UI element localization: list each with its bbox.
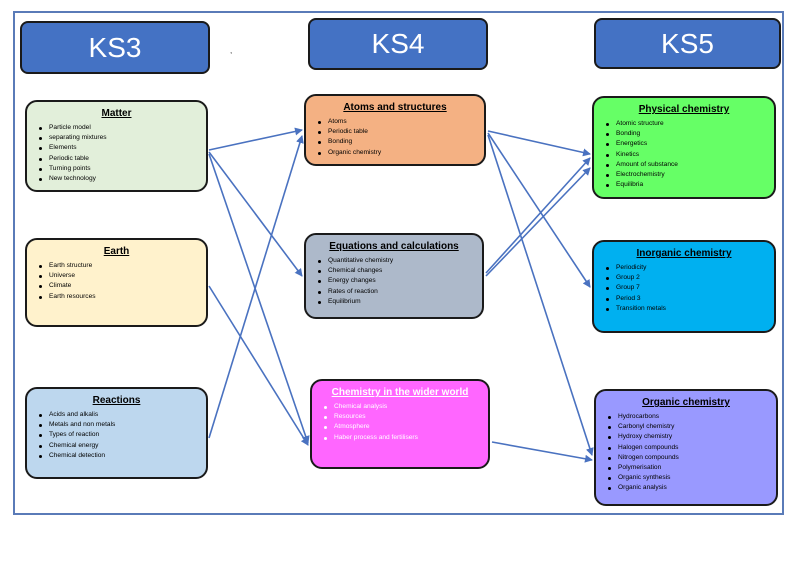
list-item: Hydrocarbons [608,412,768,422]
box-chemistry-wider-world: Chemistry in the wider world Chemical an… [310,379,490,469]
list-item: Period 3 [606,294,766,304]
box-title-organic-chemistry: Organic chemistry [642,397,730,408]
list-item: Chemical detection [39,451,198,461]
list-item: Equilibrium [318,297,474,307]
list-item: Organic synthesis [608,473,768,483]
list-item: Acids and alkalis [39,410,198,420]
list-item: Group 7 [606,283,766,293]
list-item: Metals and non metals [39,420,198,430]
list-item: Group 2 [606,273,766,283]
list-item: Electrochemistry [606,170,766,180]
arrow-matter-to-wider-world [208,153,310,444]
list-item: Universe [39,271,198,281]
arrow-atoms-to-inorganic [487,132,591,288]
list-item: Turning points [39,164,198,174]
arrow-equations-to-physical [485,157,591,274]
box-title-matter: Matter [101,108,132,119]
stage-header-ks3: KS3 [20,21,210,74]
arrow-reactions-to-atoms [208,135,304,439]
arrow-matter-to-equations [208,151,303,277]
stage-header-ks4: KS4 [308,18,488,70]
arrow-wider-world-to-organic [491,441,593,463]
list-item: Periodic table [39,154,198,164]
list-item: Polymerisation [608,463,768,473]
list-item: Energetics [606,139,766,149]
list-item: Bonding [318,137,476,147]
box-title-equations-calculations: Equations and calculations [329,241,459,252]
list-item: Earth resources [39,292,198,302]
list-item: Kinetics [606,150,766,160]
box-title-earth: Earth [103,246,130,257]
list-item: Periodic table [318,127,476,137]
box-equations-calculations: Equations and calculations Quantitative … [304,233,484,319]
list-item: Elements [39,143,198,153]
list-item: Chemical energy [39,441,198,451]
list-item: Atomic structure [606,119,766,129]
list-item: separating mixtures [39,133,198,143]
list-item: Nitrogen compounds [608,453,768,463]
list-item: Chemical changes [318,266,474,276]
list-item: Resources [324,412,480,422]
arrow-matter-to-atoms [208,127,303,151]
diagram-frame [13,11,784,515]
list-item: Haber process and fertilisers [324,433,480,443]
list-item: Atoms [318,117,476,127]
box-title-reactions: Reactions [92,395,141,406]
list-item: Bonding [606,129,766,139]
list-item: Rates of reaction [318,287,474,297]
list-item: Energy changes [318,276,474,286]
box-title-physical-chemistry: Physical chemistry [638,104,730,115]
list-item: Quantitative chemistry [318,256,474,266]
stray-mark: , [230,46,233,55]
arrow-earth-to-wider-world [208,285,309,446]
list-item: Periodicity [606,263,766,273]
box-title-chemistry-wider-world: Chemistry in the wider world [331,387,469,398]
list-item: Atmosphere [324,422,480,432]
list-item: Amount of substance [606,160,766,170]
list-item: Chemical analysis [324,402,480,412]
list-item: Transition metals [606,304,766,314]
list-item: Equilibria [606,180,766,190]
list-item: Climate [39,281,198,291]
stage-header-ks5: KS5 [594,18,781,69]
box-title-atoms-structures: Atoms and structures [343,102,447,113]
list-item: Organic analysis [608,483,768,493]
arrow-atoms-to-physical [487,130,591,157]
arrow-atoms-to-organic [487,134,594,456]
list-item: Carbonyl chemistry [608,422,768,432]
arrow-equations-to-physical-2 [485,167,591,277]
list-item: Particle model [39,123,198,133]
list-item: Halogen compounds [608,443,768,453]
list-item: Types of reaction [39,430,198,440]
list-item: Earth structure [39,261,198,271]
list-item: New technology [39,174,198,184]
list-item: Organic chemistry [318,148,476,158]
list-item: Hydroxy chemistry [608,432,768,442]
box-title-inorganic-chemistry: Inorganic chemistry [636,248,732,259]
